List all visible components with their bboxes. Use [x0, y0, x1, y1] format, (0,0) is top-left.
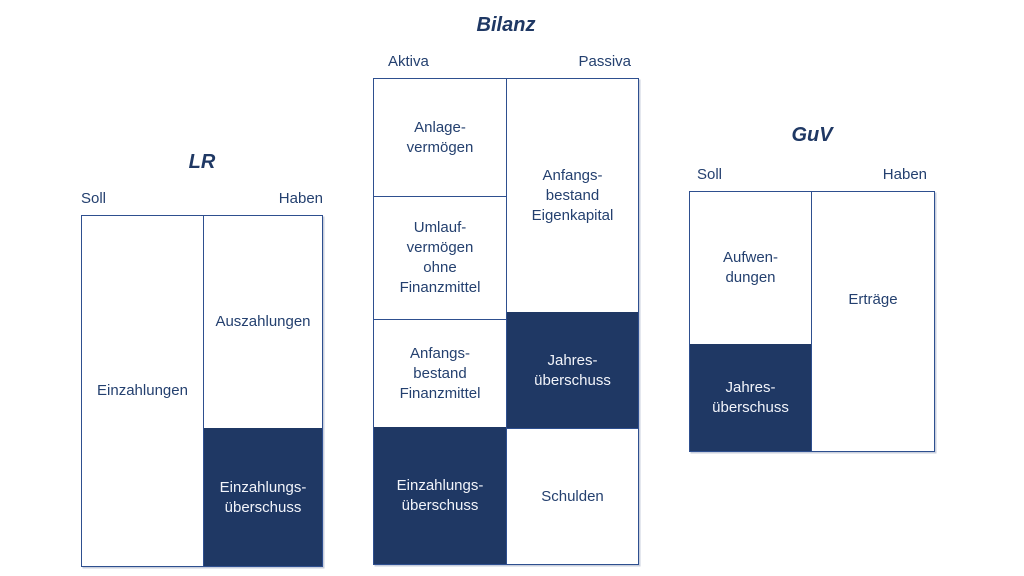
cell-lr-einzahlungsueberschuss: Einzahlungs- überschuss — [204, 428, 322, 566]
account-guv-title: GuV — [791, 124, 833, 146]
account-guv-table: Aufwen- dungen Jahres- überschuss Erträg… — [689, 191, 935, 452]
cell-bilanz-einzahlungsueberschuss: Einzahlungs- überschuss — [374, 427, 506, 564]
cell-umlaufvermoegen: Umlauf- vermögen ohne Finanzmittel — [374, 196, 506, 319]
cell-anfangsbestand-finanzmittel: Anfangs- bestand Finanzmittel — [374, 319, 506, 427]
account-lr-table: Einzahlungen Auszahlungen Einzahlungs- ü… — [81, 215, 323, 567]
account-bilanz-header-aktiva: Aktiva — [388, 53, 429, 70]
account-bilanz-title: Bilanz — [476, 14, 536, 36]
account-bilanz-header-passiva: Passiva — [578, 53, 631, 70]
account-guv-header-soll: Soll — [697, 166, 723, 183]
account-bilanz: Bilanz Aktiva Passiva Anlage- vermögen U… — [373, 14, 639, 565]
account-bilanz-headers: Aktiva Passiva — [373, 52, 639, 72]
cell-schulden: Schulden — [507, 428, 638, 564]
account-bilanz-aktiva-column: Anlage- vermögen Umlauf- vermögen ohne F… — [374, 79, 506, 564]
account-lr-header-haben: Haben — [278, 190, 323, 207]
account-guv: GuV Soll Haben Aufwen- dungen Jahres- üb… — [689, 124, 935, 452]
account-bilanz-passiva-column: Anfangs- bestand Eigenkapital Jahres- üb… — [506, 79, 638, 564]
account-guv-header-haben: Haben — [882, 166, 927, 183]
account-lr-haben-column: Auszahlungen Einzahlungs- überschuss — [203, 216, 322, 566]
account-guv-haben-column: Erträge — [811, 192, 934, 451]
cell-anlagevermoegen: Anlage- vermögen — [406, 118, 474, 156]
account-lr-header-soll: Soll — [81, 190, 107, 207]
cell-bilanz-jahresueberschuss: Jahres- überschuss — [507, 312, 638, 428]
cell-einzahlungen: Einzahlungen — [97, 382, 188, 399]
cell-ertraege: Erträge — [848, 290, 898, 308]
cell-anfangsbestand-eigenkapital: Anfangs- bestand Eigenkapital — [531, 166, 614, 224]
account-lr: LR Soll Haben Einzahlungen Auszahlungen … — [81, 151, 323, 567]
cell-aufwendungen: Aufwen- dungen — [722, 249, 779, 286]
account-guv-headers: Soll Haben — [689, 165, 935, 185]
account-bilanz-table: Anlage- vermögen Umlauf- vermögen ohne F… — [373, 78, 639, 565]
account-guv-soll-column: Aufwen- dungen Jahres- überschuss — [690, 192, 811, 451]
account-lr-title: LR — [188, 151, 216, 173]
account-lr-headers: Soll Haben — [81, 189, 323, 209]
cell-auszahlungen: Auszahlungen — [215, 313, 311, 330]
account-lr-soll-column: Einzahlungen — [82, 216, 203, 566]
cell-guv-jahresueberschuss: Jahres- überschuss — [690, 344, 811, 451]
